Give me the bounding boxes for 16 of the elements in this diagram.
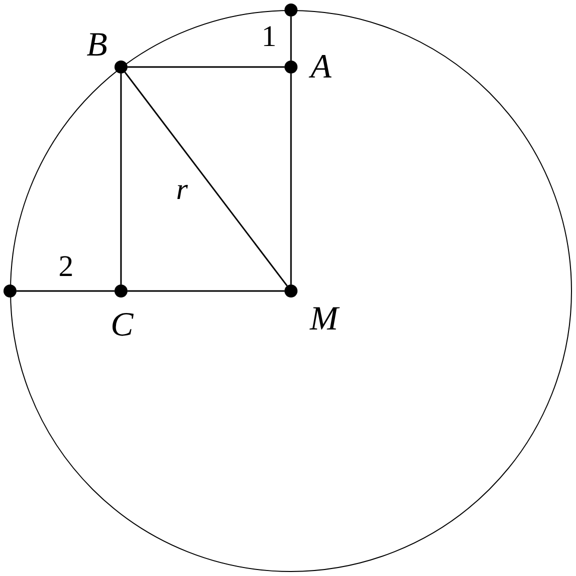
edge-label: 2 (58, 252, 74, 282)
point-dot (284, 4, 298, 16)
point-label: B (86, 28, 108, 62)
line-segment (290, 16, 292, 60)
line-segment (120, 74, 122, 284)
line-segment (16, 290, 114, 292)
point-label: C (110, 308, 134, 342)
point-dot (4, 284, 16, 298)
point-label: M (310, 302, 338, 336)
edge-label: 1 (262, 22, 276, 52)
edge-label: r (176, 175, 188, 205)
line-segment (128, 66, 284, 68)
line-segment (128, 290, 284, 292)
line-segment (124, 72, 288, 286)
point-label: A (310, 50, 332, 84)
line-segment (290, 74, 292, 284)
